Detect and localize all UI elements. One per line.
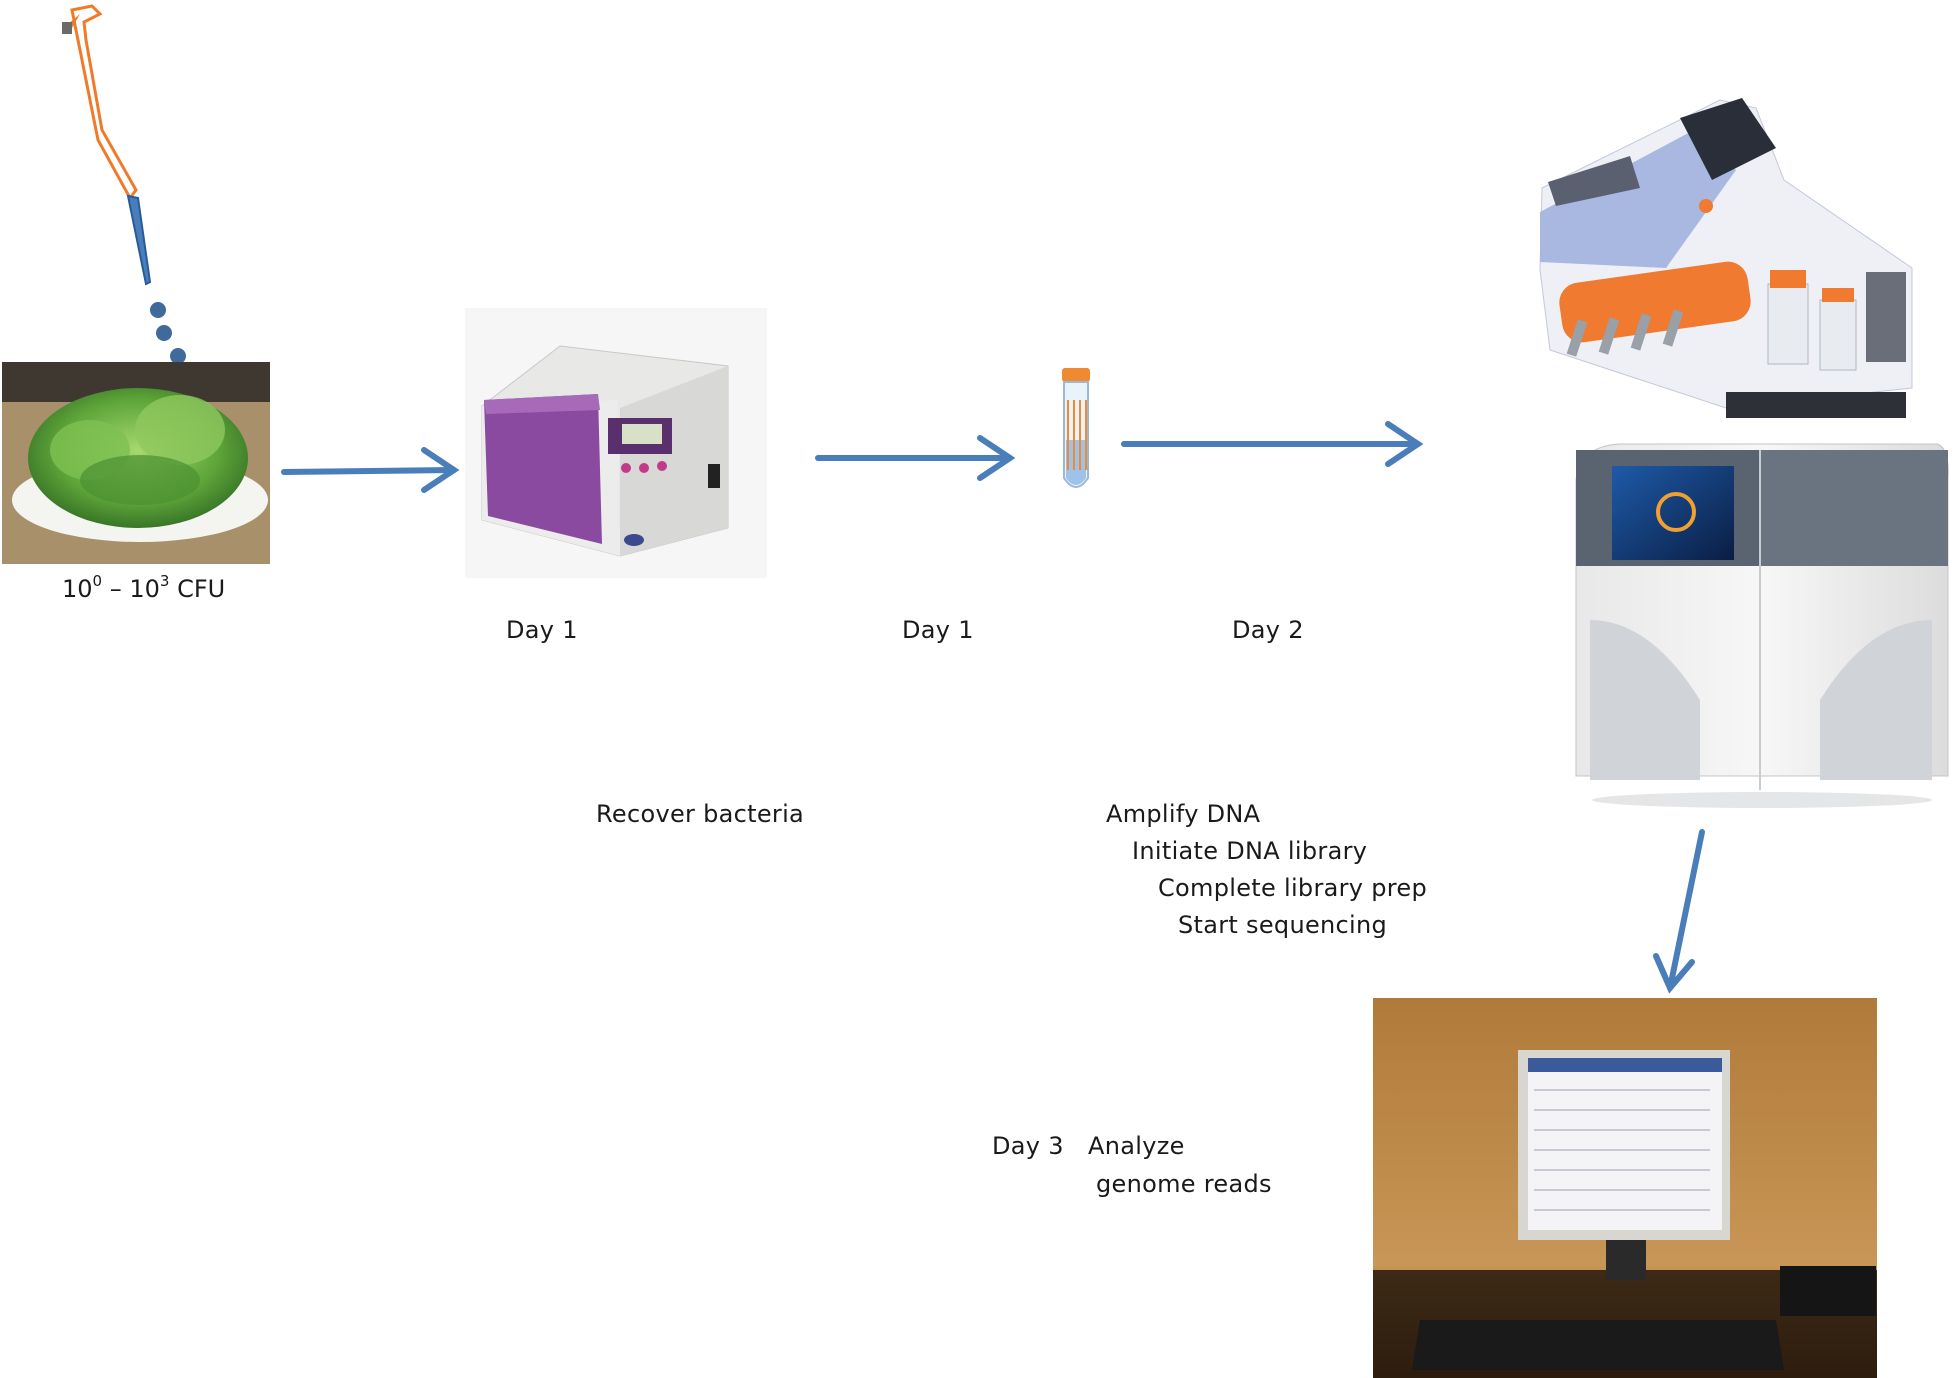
- day-label-sequencer: Day 2: [1232, 616, 1304, 644]
- day-label-incubator: Day 1: [506, 616, 578, 644]
- lettuce-photo: [2, 362, 270, 564]
- step-initiate-library: Initiate DNA library: [1132, 837, 1368, 865]
- analysis-line1: Analyze: [1088, 1132, 1185, 1160]
- day-label-tube: Day 1: [902, 616, 974, 644]
- library-prep-instrument-image: [1539, 98, 1913, 418]
- analysis-line2: genome reads: [1096, 1170, 1272, 1198]
- arrow-3: [1121, 421, 1424, 467]
- incubator-image: [465, 308, 767, 578]
- computer-photo: [1373, 998, 1877, 1378]
- arrow-1: [281, 447, 460, 493]
- analysis-day-label: Day 3: [992, 1132, 1064, 1160]
- pipette-icon: [62, 4, 152, 286]
- culture-tube-icon: [1062, 368, 1090, 488]
- step-amplify-dna: Amplify DNA: [1106, 800, 1261, 828]
- recover-bacteria-label: Recover bacteria: [596, 800, 805, 828]
- step-complete-library: Complete library prep: [1158, 874, 1428, 902]
- step-start-sequencing: Start sequencing: [1178, 911, 1388, 939]
- cfu-range-label: 100 – 103 CFU: [62, 572, 226, 603]
- arrow-4: [1653, 829, 1705, 994]
- droplet-icons: [150, 302, 186, 364]
- arrow-2: [815, 435, 1016, 481]
- sequencer-image: [1575, 443, 1949, 808]
